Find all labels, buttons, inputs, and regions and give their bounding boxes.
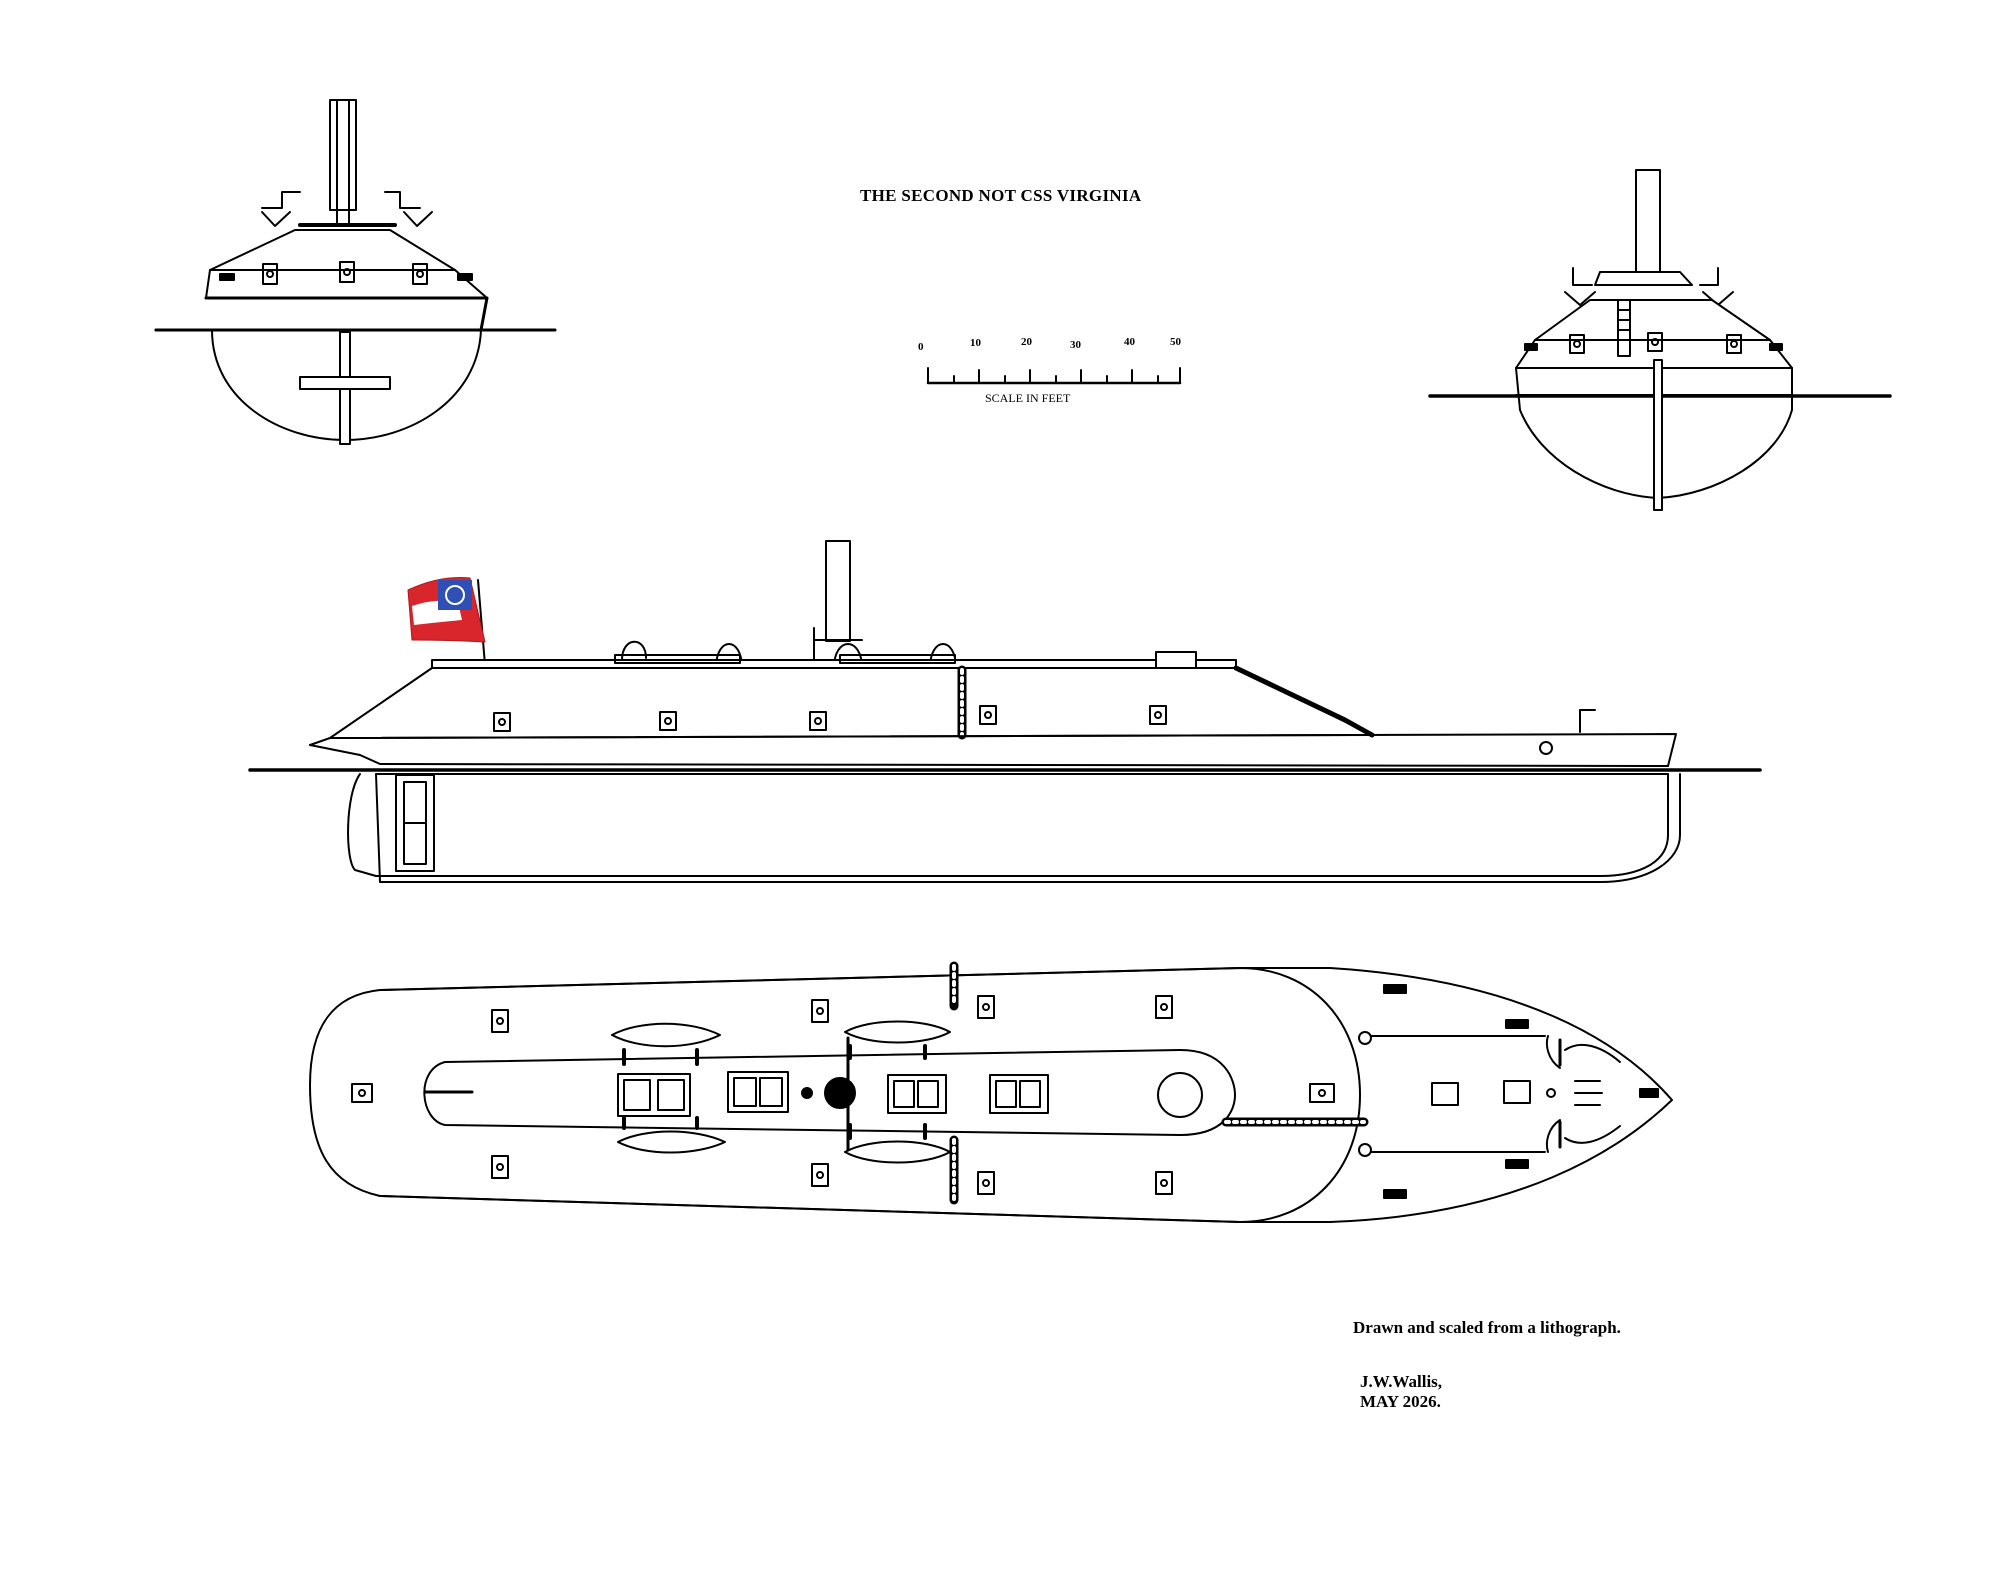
drawing-title: THE SECOND NOT CSS VIRGINIA: [860, 186, 1142, 205]
scale-caption: SCALE IN FEET: [985, 391, 1071, 405]
scale-bar-line: [926, 367, 1182, 385]
scale-tick-label: 20: [1021, 336, 1032, 348]
deck-plan-view: [309, 961, 1673, 1223]
scale-tick-label: 50: [1170, 336, 1181, 348]
drawing-credit: Drawn and scaled from a lithograph.: [1353, 1318, 1621, 1337]
bow-view: [154, 99, 557, 445]
author-name: J.W.Wallis,: [1360, 1372, 1443, 1391]
scale-tick-label: 30: [1070, 339, 1081, 351]
scale-tick-label: 0: [918, 341, 924, 353]
drawing-date: MAY 2026.: [1360, 1392, 1441, 1411]
profile-view: [248, 540, 1762, 883]
stern-view: [1428, 169, 1892, 511]
scale-tick-label: 40: [1124, 336, 1135, 348]
scale-tick-label: 10: [970, 337, 981, 349]
author-block: J.W.Wallis, MAY 2026.: [1360, 1372, 1442, 1412]
